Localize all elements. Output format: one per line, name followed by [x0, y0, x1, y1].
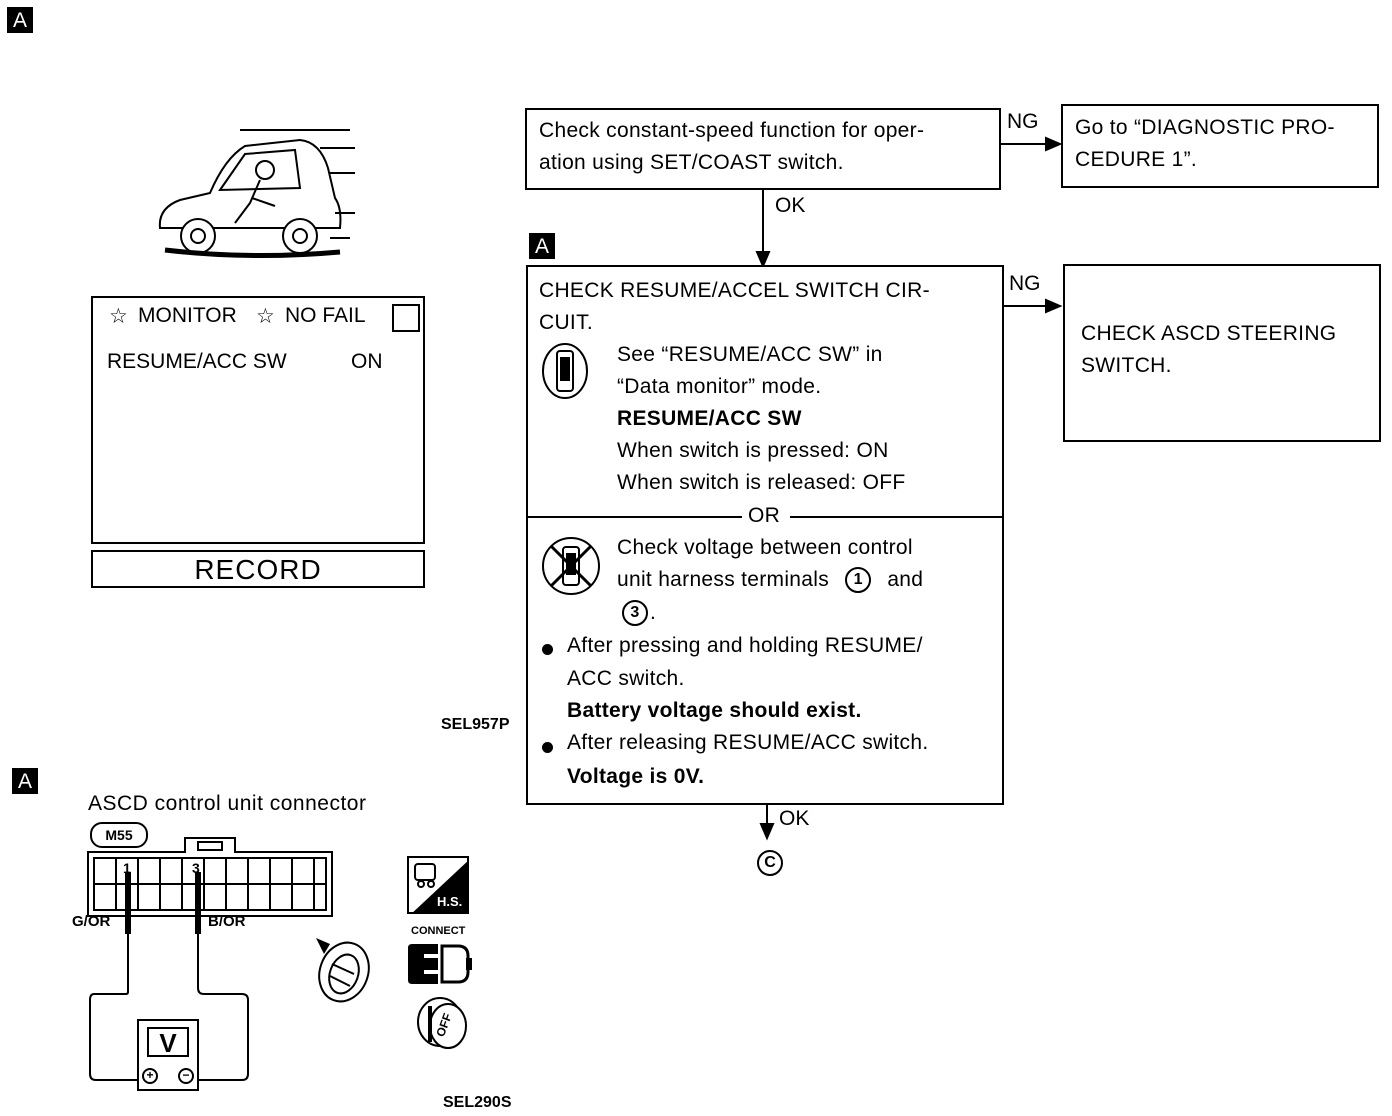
box2-check-line3: 3.: [620, 597, 656, 629]
box2-see-line2: “Data monitor” mode.: [617, 375, 822, 398]
nofail-header-label: NO FAIL: [285, 304, 366, 327]
wire-g-or-label: G/OR: [72, 913, 111, 930]
flow-box-constant-speed: Check constant-speed function for oper- …: [525, 108, 1001, 190]
wire-b-or-label: B/OR: [208, 913, 246, 930]
bullet2-line1: After releasing RESUME/ACC switch.: [567, 731, 929, 754]
box2-title-line1: CHECK RESUME/ACCEL SWITCH CIR-: [539, 279, 930, 302]
minus-terminal-label: −: [182, 1068, 190, 1082]
bullet2-result: Voltage is 0V.: [567, 765, 705, 788]
box2-see-line1: See “RESUME/ACC SW” in: [617, 343, 883, 366]
bullet-icon: [542, 644, 553, 655]
monitor-screen: ☆ MONITOR ☆ NO FAIL RESUME/ACC SW ON: [91, 296, 425, 544]
hs-label: H.S.: [437, 894, 463, 909]
connector-badge-label: M55: [105, 827, 133, 843]
marker-a-connector: A: [12, 768, 38, 794]
or-divider-left: [528, 516, 742, 518]
marker-a-flow: A: [529, 233, 555, 259]
box2-title-line2: CUIT.: [539, 311, 593, 334]
ok-label-1: OK: [775, 194, 806, 217]
pin-3-label: 3: [192, 860, 200, 876]
box2-released: When switch is released: OFF: [617, 471, 906, 494]
monitor-header-label: MONITOR: [138, 304, 237, 327]
box1-line1: Check constant-speed function for oper-: [539, 119, 925, 142]
ng1-box-line2: CEDURE 1”.: [1075, 148, 1198, 171]
checkbox-icon: [392, 304, 420, 332]
or-divider-right: [790, 516, 1002, 518]
ng2-box-line1: CHECK ASCD STEERING: [1081, 322, 1337, 345]
monitor-item-name: RESUME/ACC SW: [107, 350, 287, 373]
bullet-icon: [542, 742, 553, 753]
circuit-tester-icon: [316, 938, 370, 1003]
box2-pressed: When switch is pressed: ON: [617, 439, 889, 462]
flow-box-diagnostic-procedure: Go to “DIAGNOSTIC PRO- CEDURE 1”.: [1061, 104, 1379, 188]
connector-badge: M55: [90, 822, 148, 848]
figure-code-2: SEL290S: [443, 1094, 512, 1111]
connector-diagram: [87, 837, 333, 1091]
consult-tool-icon: [542, 343, 588, 399]
marker-a-top: A: [7, 7, 33, 33]
star-icon: ☆: [109, 305, 128, 328]
box2-period: .: [650, 601, 657, 624]
box1-line2: ation using SET/COAST switch.: [539, 151, 844, 174]
or-label: OR: [748, 504, 781, 527]
ignition-off-icon: [417, 997, 467, 1049]
connect-icon: [408, 944, 472, 984]
record-label: RECORD: [194, 554, 322, 585]
ng-label-2: NG: [1009, 272, 1041, 295]
connector-title: ASCD control unit connector: [88, 792, 367, 815]
bullet1-line1: After pressing and holding RESUME/: [567, 634, 923, 657]
terminal-3-icon: 3: [622, 600, 648, 627]
star-icon: ☆: [256, 305, 275, 328]
box2-check-line2-text: unit harness terminals: [617, 568, 830, 591]
box2-monitor-item: RESUME/ACC SW: [617, 407, 802, 430]
bullet1-line2: ACC switch.: [567, 667, 685, 690]
monitor-item-value: ON: [351, 350, 383, 373]
flow-box-resume-accel-check: CHECK RESUME/ACCEL SWITCH CIR- CUIT. See…: [526, 265, 1004, 805]
box2-check-line2: unit harness terminals 1 and: [617, 564, 923, 596]
ok-label-2: OK: [779, 807, 810, 830]
box2-check-line1: Check voltage between control: [617, 536, 913, 559]
figure-code-1: SEL957P: [441, 716, 510, 733]
ng-label-1: NG: [1007, 110, 1039, 133]
flow-box-steering-switch: CHECK ASCD STEERING SWITCH.: [1063, 264, 1381, 442]
hs-icon: H.S.: [407, 856, 469, 914]
next-step-c-icon: C: [757, 850, 783, 876]
plus-terminal-label: +: [146, 1068, 154, 1082]
record-button[interactable]: RECORD: [91, 550, 425, 588]
pin-1-label: 1: [123, 860, 131, 876]
ng1-box-line1: Go to “DIAGNOSTIC PRO-: [1075, 116, 1335, 139]
no-consult-tool-icon: [542, 537, 600, 595]
terminal-1-icon: 1: [845, 567, 872, 594]
car-driver-illustration: [158, 129, 355, 259]
connect-label: CONNECT: [411, 925, 466, 937]
bullet1-result: Battery voltage should exist.: [567, 699, 862, 722]
voltmeter-v-label: V: [159, 1028, 177, 1058]
ng2-box-line2: SWITCH.: [1081, 354, 1172, 377]
box2-and: and: [887, 568, 924, 591]
